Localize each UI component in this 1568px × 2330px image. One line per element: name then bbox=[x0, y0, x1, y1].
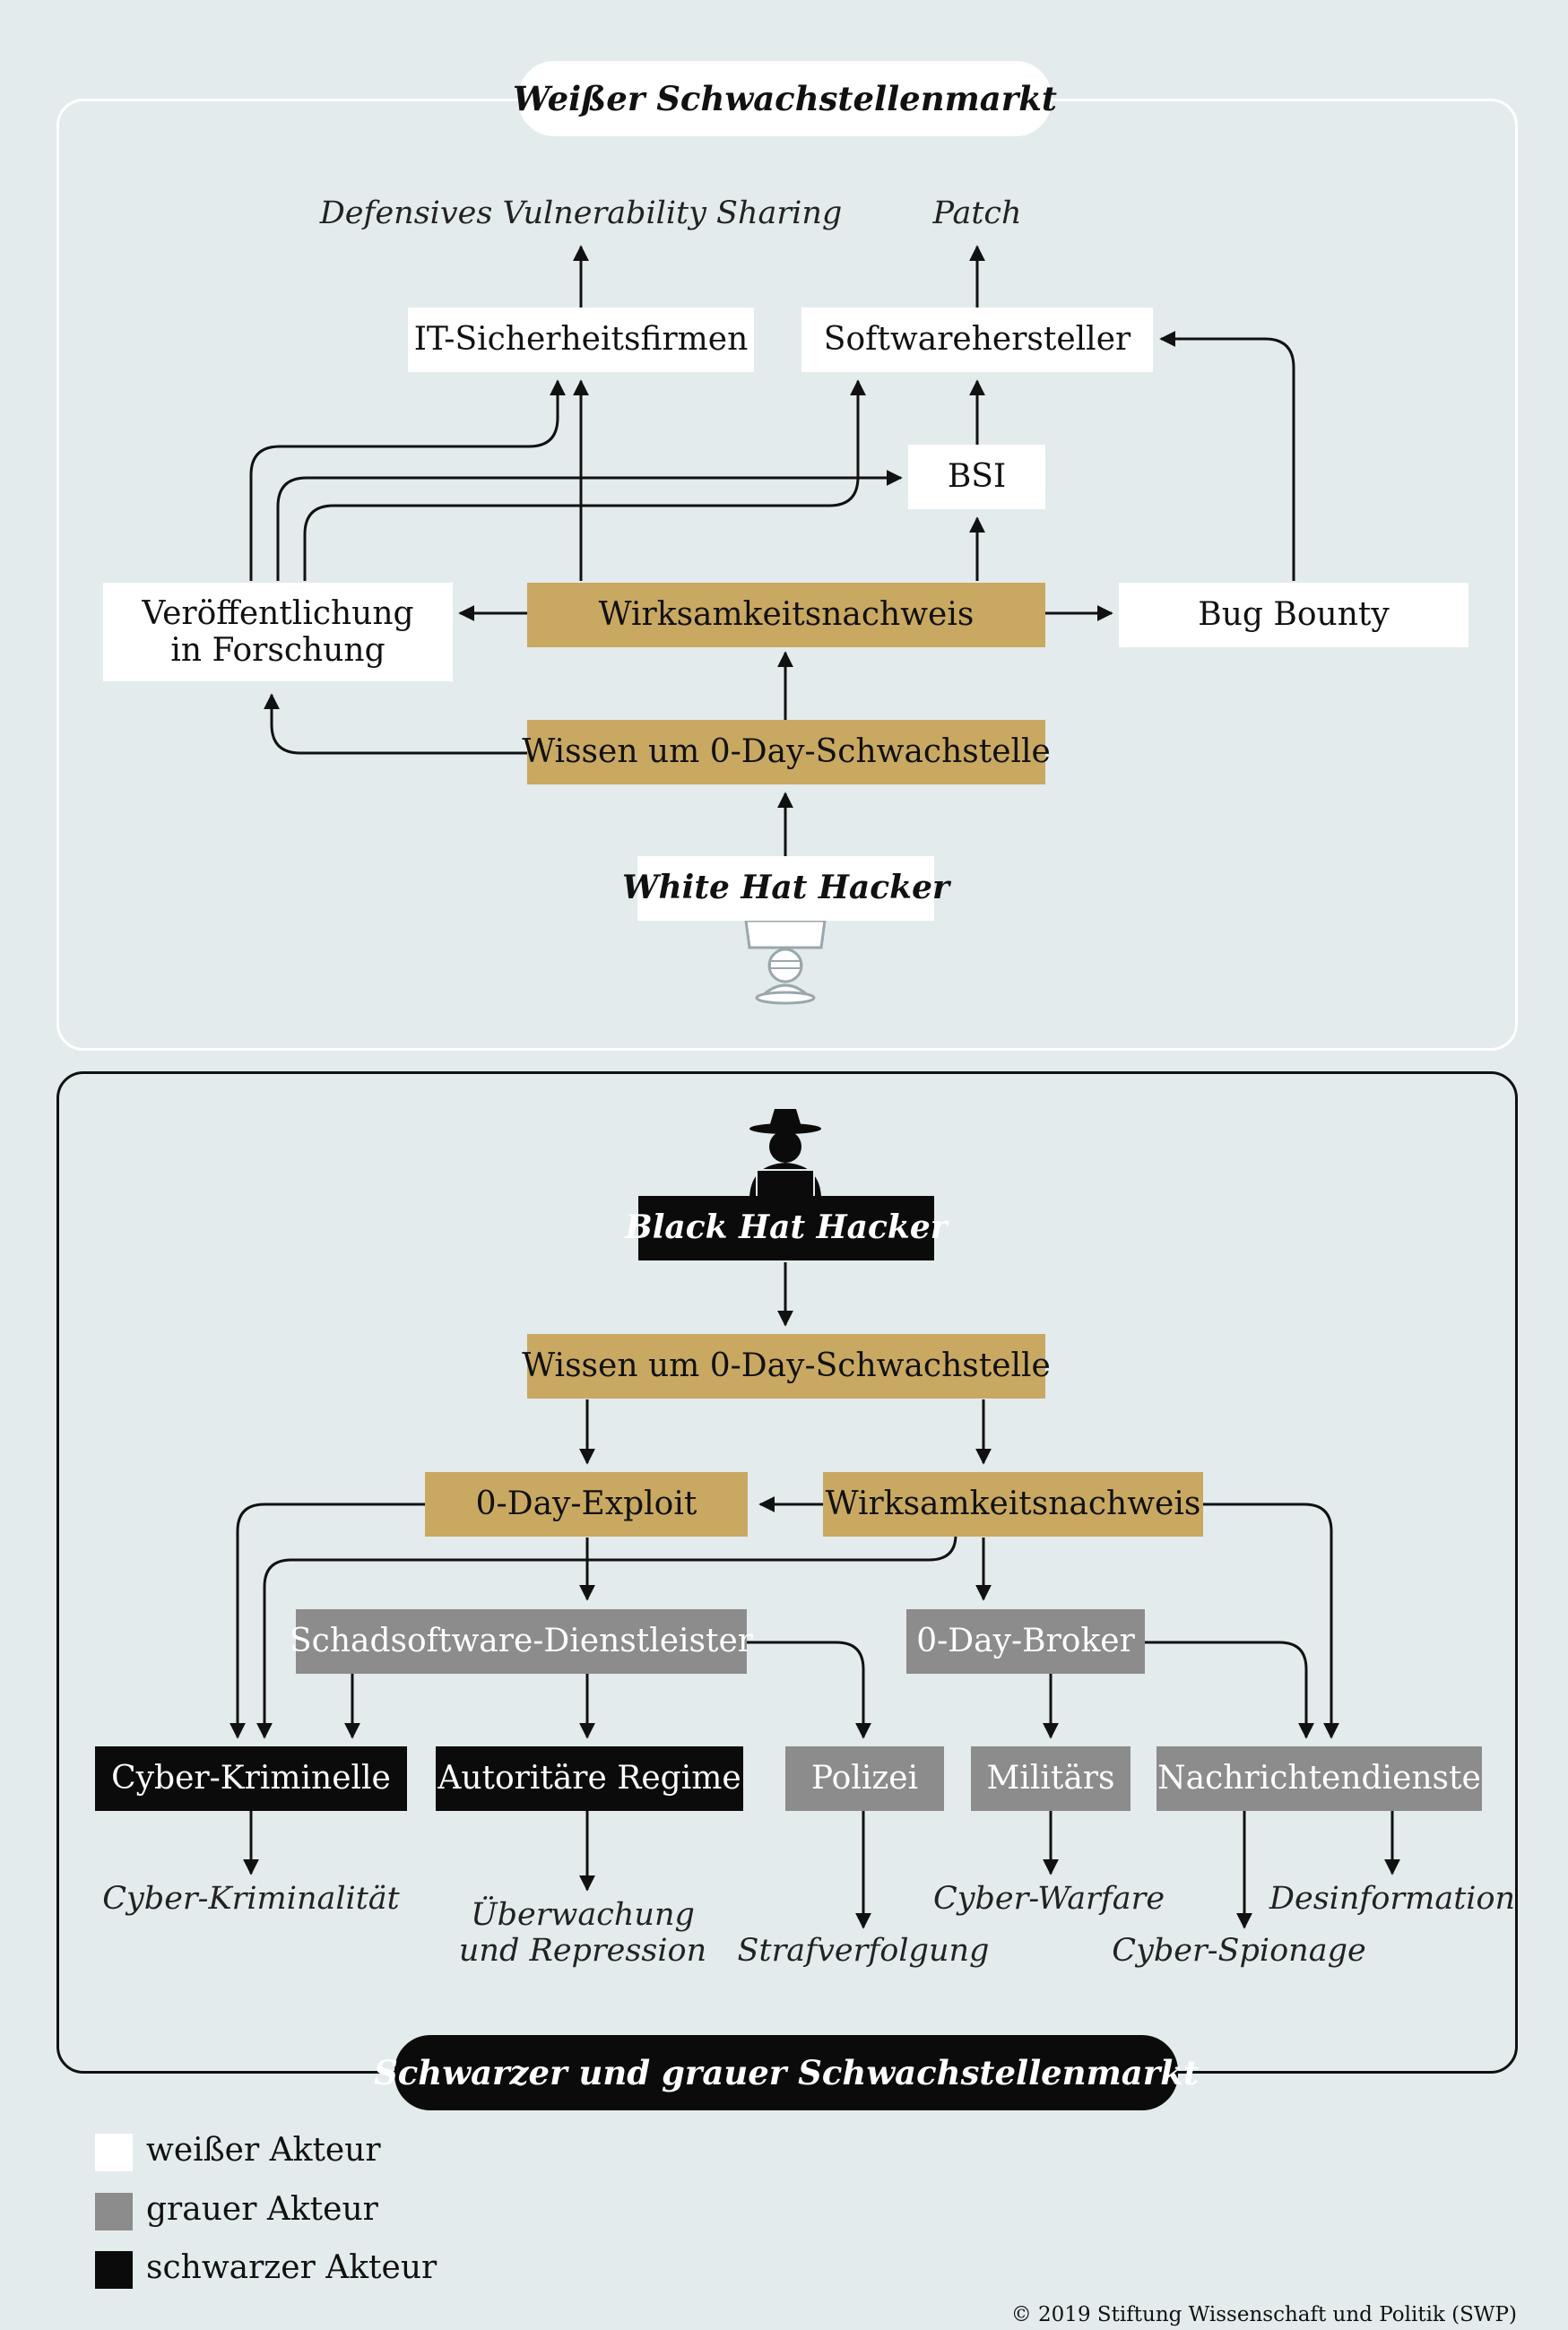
outcome-defensive-sharing: Defensives Vulnerability Sharing bbox=[319, 195, 843, 231]
node-it-security-firms: IT-Sicherheitsfirmen bbox=[408, 307, 754, 372]
node-authoritarian-regimes: Autoritäre Regime bbox=[436, 1746, 743, 1811]
black-hat-hacker-icon bbox=[749, 1109, 821, 1197]
node-malware-service-provider: Schadsoftware-Dienstleister bbox=[290, 1609, 753, 1674]
white-hat-hacker-icon bbox=[744, 921, 827, 1005]
outcome-prosecution: Strafverfolgung bbox=[737, 1933, 990, 1969]
arrow-bugbounty-to-vendor bbox=[1159, 331, 1295, 581]
node-zero-day-broker: 0-Day-Broker bbox=[906, 1609, 1145, 1674]
legend-swatch-white bbox=[95, 2134, 133, 2171]
arrow-malware-to-police bbox=[747, 1641, 871, 1739]
arrow-publication-to-vendor bbox=[303, 379, 866, 581]
node-white-hat-hacker: White Hat Hacker bbox=[622, 856, 949, 921]
arrow-publication-to-bsi bbox=[276, 470, 903, 581]
arrow-proof-to-intelligence bbox=[1203, 1503, 1339, 1739]
arrow-exploit-to-criminals bbox=[230, 1503, 425, 1739]
node-bug-bounty: Bug Bounty bbox=[1119, 583, 1468, 647]
outcome-cyber-warfare: Cyber-Warfare bbox=[932, 1881, 1165, 1917]
outcome-cyber-espionage: Cyber-Spionage bbox=[1112, 1933, 1366, 1969]
legend-swatch-black bbox=[95, 2251, 133, 2289]
arrow-publication-to-it bbox=[249, 379, 566, 581]
legend-label-black: schwarzer Akteur bbox=[146, 2249, 437, 2286]
node-bsi: BSI bbox=[908, 445, 1045, 509]
arrow-broker-to-intelligence bbox=[1145, 1641, 1314, 1739]
node-zero-day-exploit: 0-Day-Exploit bbox=[425, 1472, 748, 1537]
white-market-title: Weißer Schwachstellenmarkt bbox=[513, 61, 1057, 136]
node-zero-day-knowledge-black: Wissen um 0-Day-Schwachstelle bbox=[522, 1334, 1051, 1399]
outcome-surveillance-repression: Überwachung und Repression bbox=[458, 1897, 707, 1970]
node-cyber-criminals: Cyber-Kriminelle bbox=[95, 1746, 407, 1811]
legend-label-white: weißer Akteur bbox=[146, 2132, 381, 2169]
outcome-patch: Patch bbox=[932, 195, 1022, 231]
node-police: Polizei bbox=[785, 1746, 944, 1811]
black-market-title: Schwarzer und grauer Schwachstellenmarkt bbox=[374, 2035, 1199, 2110]
outcome-disinformation: Desinformation bbox=[1269, 1881, 1516, 1917]
legend-label-gray: grauer Akteur bbox=[146, 2191, 378, 2228]
node-proof-of-concept-white: Wirksamkeitsnachweis bbox=[527, 583, 1045, 647]
node-intelligence-services: Nachrichtendienste bbox=[1157, 1746, 1482, 1811]
copyright-notice: © 2019 Stiftung Wissenschaft und Politik… bbox=[1010, 2303, 1517, 2326]
outcome-cybercrime: Cyber-Kriminalität bbox=[102, 1881, 400, 1917]
node-military: Militärs bbox=[971, 1746, 1131, 1811]
arrow-proof-to-criminals bbox=[256, 1526, 957, 1739]
legend-swatch-gray bbox=[95, 2193, 133, 2230]
node-black-hat-hacker: Black Hat Hacker bbox=[625, 1196, 948, 1260]
node-proof-of-concept-black: Wirksamkeitsnachweis bbox=[823, 1472, 1203, 1537]
arrow-knowledge-to-publication bbox=[264, 693, 527, 755]
node-software-vendor: Softwarehersteller bbox=[801, 307, 1153, 372]
node-publication-research: Veröffentlichung in Forschung bbox=[103, 583, 453, 681]
node-zero-day-knowledge-white: Wissen um 0-Day-Schwachstelle bbox=[522, 720, 1051, 784]
